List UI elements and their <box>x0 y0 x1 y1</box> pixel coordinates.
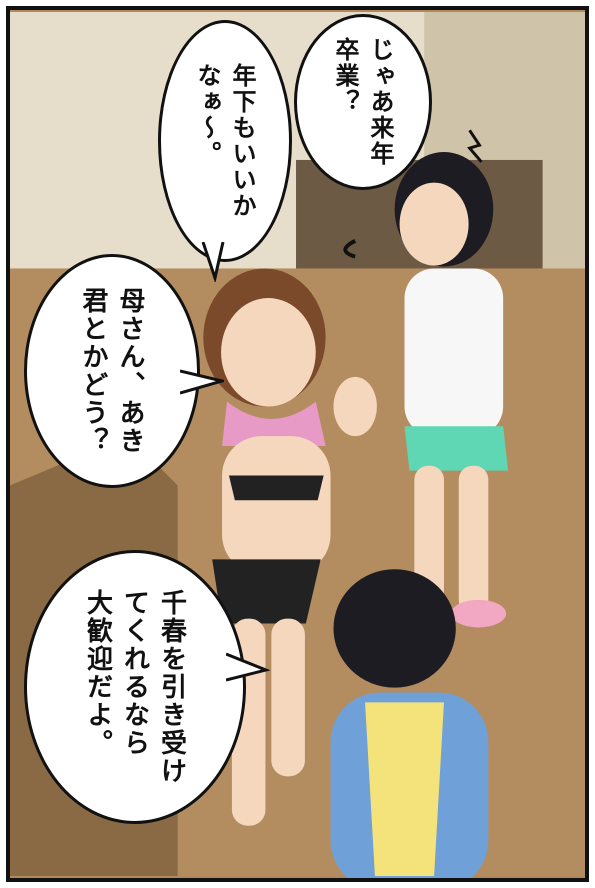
speech-bubble-3: 母さん、あき 君とかどう？ <box>24 254 200 488</box>
speech-tail-2 <box>201 242 225 282</box>
girl-in-bikini <box>203 268 377 826</box>
girl-in-tshirt <box>394 152 509 628</box>
speech-text-1: じゃあ来年 卒業？ <box>331 37 394 167</box>
girl-in-apron <box>330 569 489 878</box>
speech-bubble-2: 年下もいいか なぁ〜。 <box>158 20 292 262</box>
speech-tail-4 <box>226 652 270 682</box>
comic-panel: じゃあ来年 卒業？ 年下もいいか なぁ〜。 母さん、あき 君とかどう？ 千春を引… <box>6 6 589 882</box>
speech-text-4: 千春を引き受け てくれるなら 大歓迎だよ。 <box>82 589 187 785</box>
speech-text-2: 年下もいいか なぁ〜。 <box>193 63 256 219</box>
speech-tail-3 <box>180 369 224 395</box>
speech-bubble-1: じゃあ来年 卒業？ <box>294 14 432 190</box>
speech-bubble-4: 千春を引き受け てくれるなら 大歓迎だよ。 <box>24 550 246 824</box>
speech-text-3: 母さん、あき 君とかどう？ <box>78 287 145 455</box>
